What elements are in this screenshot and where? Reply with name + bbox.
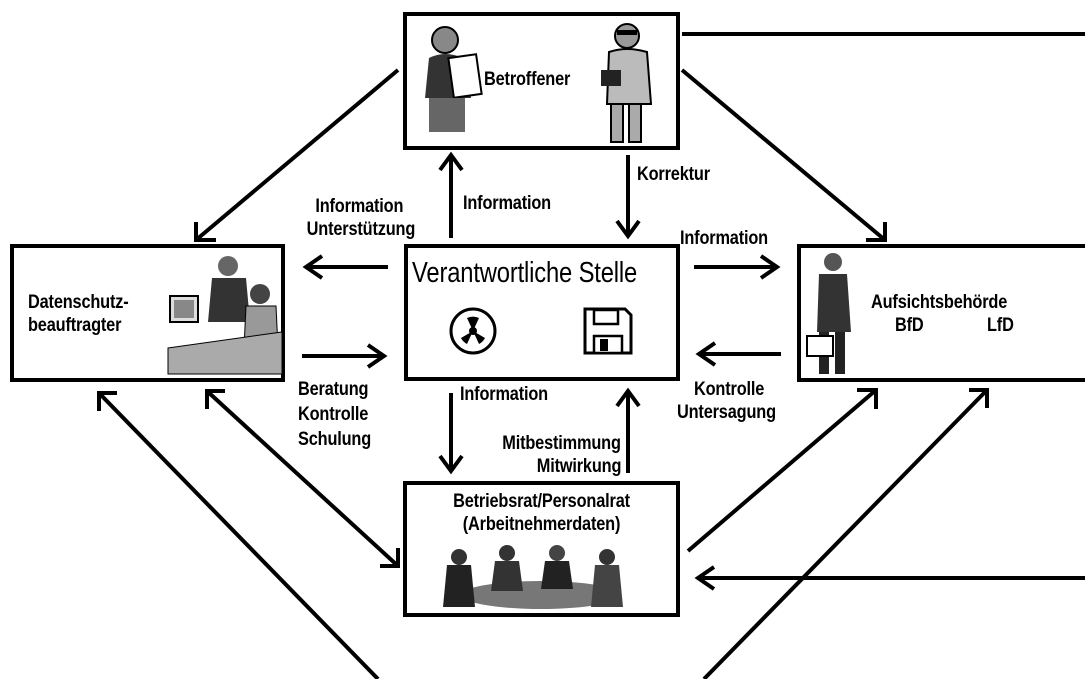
aufsicht-label: Aufsichtsbehörde bbox=[871, 292, 1008, 313]
arrow-info-down bbox=[438, 393, 464, 475]
aufsicht-bfd: BfD bbox=[895, 315, 924, 336]
datenschutz-label-line1: Datenschutz- bbox=[28, 292, 129, 313]
aufsicht-lfd: LfD bbox=[987, 315, 1014, 336]
verantwortliche-label: Verantwortliche Stelle bbox=[412, 257, 638, 289]
label-beratung-2: Kontrolle bbox=[298, 404, 369, 425]
arrow-betroffener-to-aufsicht bbox=[680, 68, 887, 242]
arrow-bottom-to-aufsicht bbox=[702, 388, 989, 679]
arrow-bottom-to-datenschutz bbox=[97, 391, 380, 679]
label-info-left-1: Information bbox=[315, 196, 403, 217]
betriebsrat-label-line1: Betriebsrat/Personalrat bbox=[453, 491, 630, 512]
arrow-info-left bbox=[302, 254, 388, 280]
node-datenschutzbeauftragter: Datenschutz- beauftragter bbox=[10, 244, 285, 382]
label-info-down: Information bbox=[460, 384, 548, 405]
arrow-kontrolle-left bbox=[695, 341, 781, 367]
label-beratung-3: Schulung bbox=[298, 429, 372, 450]
label-kontrolle-1: Kontrolle bbox=[694, 379, 765, 400]
arrow-beratung-right bbox=[302, 343, 388, 369]
label-kontrolle-2: Untersagung bbox=[677, 402, 776, 423]
group-meeting-icon bbox=[443, 545, 623, 609]
betroffener-label: Betroffener bbox=[484, 69, 571, 90]
datenschutz-label-line2: beauftragter bbox=[28, 315, 122, 336]
node-aufsichtsbehoerde: Aufsichtsbehörde BfD LfD bbox=[797, 244, 1085, 382]
radiation-icon bbox=[449, 307, 497, 355]
arrow-mitbestimmung-up bbox=[615, 387, 641, 473]
node-betroffener: Betroffener bbox=[403, 12, 680, 150]
label-mitbestimmung-2: Mitwirkung bbox=[536, 456, 621, 477]
label-korrektur: Korrektur bbox=[637, 164, 710, 185]
node-betriebsrat: Betriebsrat/Personalrat (Arbeitnehmerdat… bbox=[403, 481, 680, 617]
businessman-with-briefcase-icon bbox=[806, 253, 851, 374]
person-with-book-icon bbox=[601, 23, 653, 143]
arrow-right-into-betriebsrat bbox=[694, 565, 1085, 591]
label-mitbestimmung-1: Mitbestimmung bbox=[502, 433, 621, 454]
label-info-right: Information bbox=[680, 228, 768, 249]
person-reading-icon bbox=[425, 26, 483, 132]
floppy-disk-icon bbox=[583, 307, 633, 355]
office-meeting-icon bbox=[167, 256, 283, 375]
arrow-datenschutz-betriebsrat bbox=[205, 389, 400, 568]
label-info-up: Information bbox=[463, 193, 551, 214]
label-info-left-2: Unterstützung bbox=[306, 219, 415, 240]
arrow-korrektur-down bbox=[615, 155, 641, 240]
arrow-betroffener-to-datenschutz bbox=[194, 68, 400, 242]
betriebsrat-label-line2: (Arbeitnehmerdaten) bbox=[462, 514, 621, 535]
arrow-info-up bbox=[438, 151, 464, 238]
label-beratung-1: Beratung bbox=[298, 379, 369, 400]
node-verantwortliche-stelle: Verantwortliche Stelle bbox=[404, 244, 680, 381]
arrow-info-right bbox=[694, 254, 781, 280]
arrow-betriebsrat-to-aufsicht bbox=[686, 388, 878, 553]
